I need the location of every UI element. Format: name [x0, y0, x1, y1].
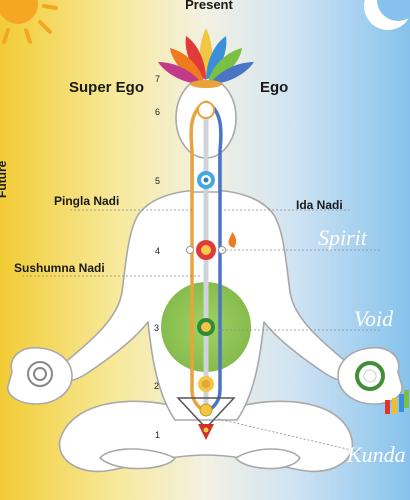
label-super-ego: Super Ego [69, 79, 144, 96]
chakra-number-6: 6 [155, 107, 160, 117]
chakra-number-7: 7 [155, 74, 160, 84]
left-edge-label: Future [0, 160, 9, 198]
moon-icon [364, 0, 410, 30]
swadishthan-chakra-icon [198, 376, 214, 392]
label-void: Void [354, 306, 394, 331]
chakra-number-5: 5 [155, 176, 160, 186]
chakra-number-4: 4 [155, 246, 160, 256]
kundalini-triangle-icon [176, 397, 236, 440]
label-ida-nadi: Ida Nadi [296, 198, 343, 212]
label-ego: Ego [260, 79, 288, 96]
right-palm-circle [355, 361, 409, 414]
label-pingla-nadi: Pingla Nadi [54, 194, 119, 208]
chakra-number-2: 2 [154, 381, 159, 391]
vishuddhi-chakra-icon [197, 171, 215, 189]
chakra-number-1: 1 [155, 430, 160, 440]
sun-icon [0, 0, 58, 44]
label-kundalini: Kunda [346, 442, 406, 467]
nabhi-chakra-icon [197, 318, 215, 336]
chakra-number-3: 3 [154, 323, 159, 333]
anahata-chakra-icon [186, 240, 226, 260]
leader-lines [22, 209, 380, 453]
agnya-chakra-icon [197, 101, 215, 119]
lotus-crown-icon [158, 28, 254, 88]
flame-icon [228, 232, 237, 248]
label-spirit: Spirit [318, 225, 368, 250]
left-palm-circle [27, 361, 53, 387]
label-sushumna-nadi: Sushumna Nadi [14, 261, 105, 275]
label-present: Present [185, 0, 233, 12]
